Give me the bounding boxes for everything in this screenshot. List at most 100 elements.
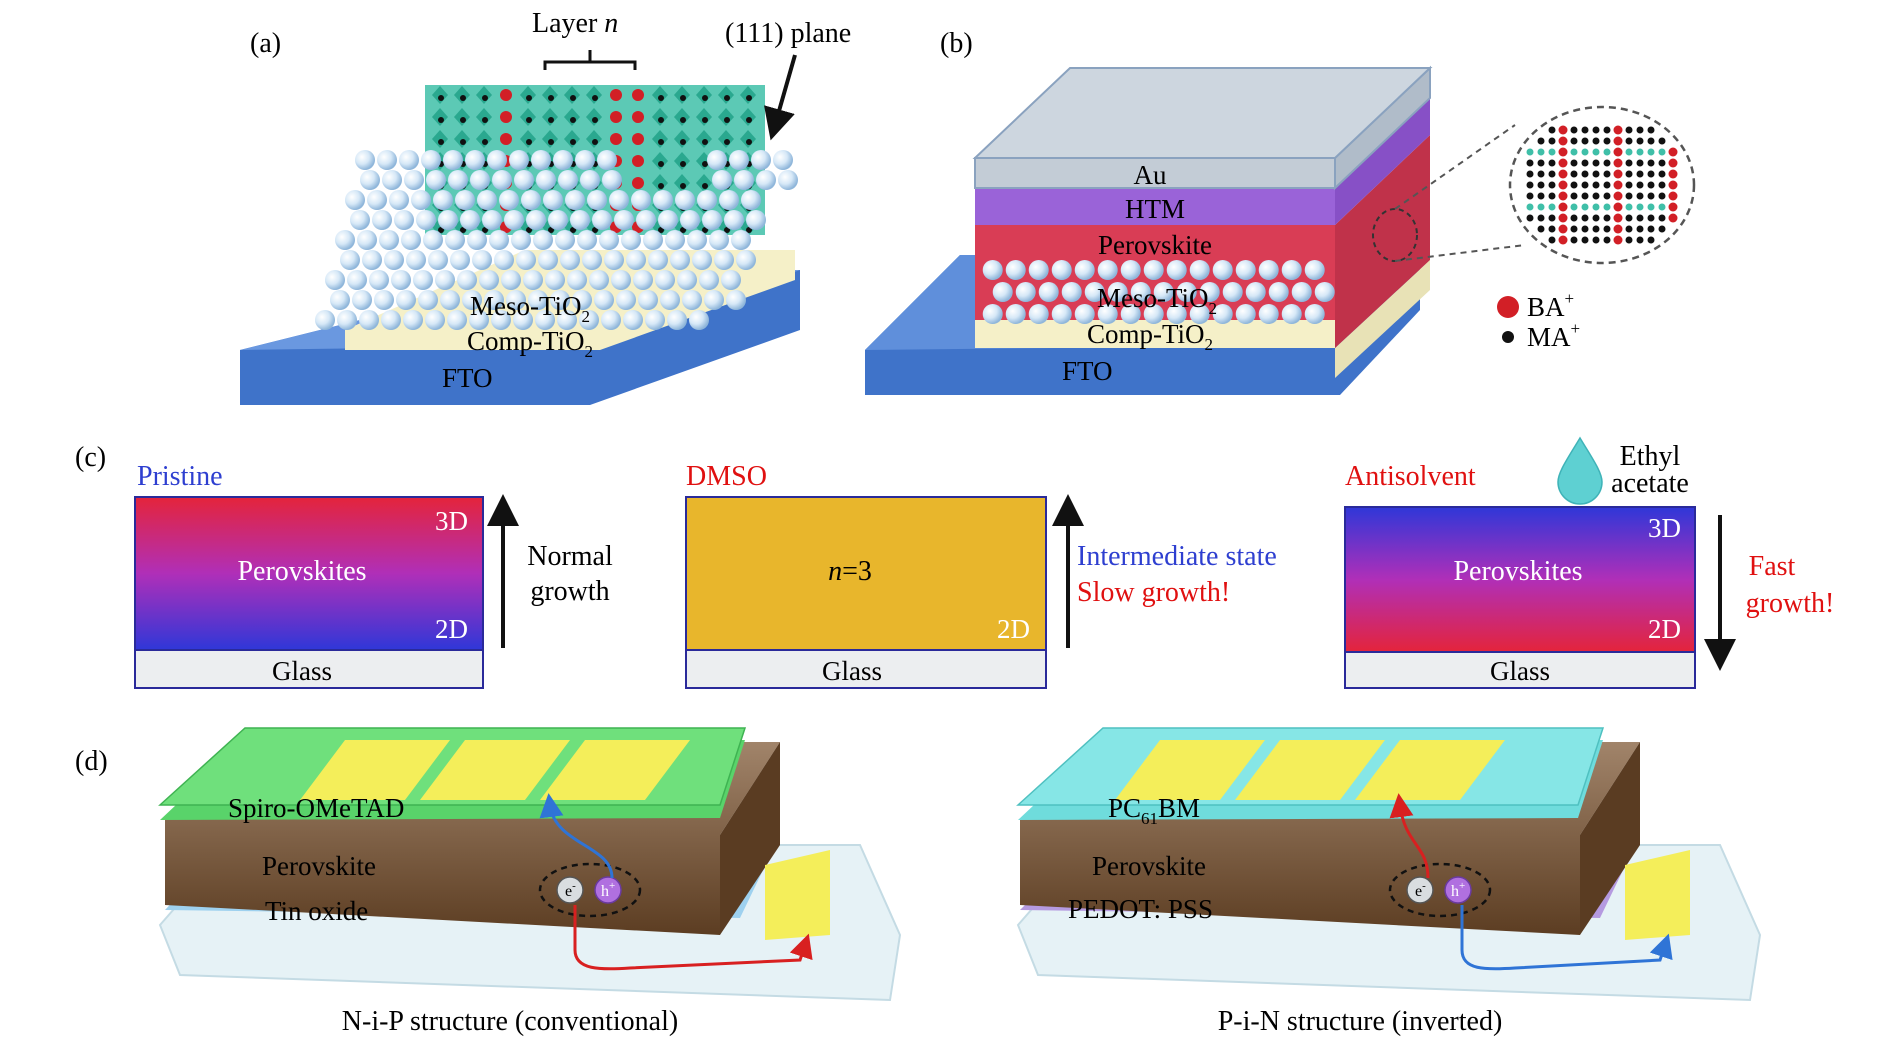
octahedron: [476, 86, 492, 104]
octahedron: [520, 108, 536, 126]
tio2-sphere: [712, 170, 732, 190]
tio2-sphere: [472, 250, 492, 270]
ethyl-acetate-drop-icon: [1557, 436, 1603, 505]
zoom-ma: [1625, 236, 1633, 244]
zoom-ma: [1603, 137, 1611, 145]
meso-tio2-label: Meso-TiO2: [470, 291, 590, 326]
tio2-sphere: [377, 150, 397, 170]
zoom-ma: [1581, 170, 1589, 178]
octahedron: [476, 130, 492, 148]
ma-cation: [526, 139, 532, 145]
side-perov: [1335, 135, 1430, 348]
tio2-sphere: [580, 170, 600, 190]
tio2-sphere-b: [1028, 260, 1049, 280]
tio2-sphere: [729, 150, 749, 170]
octahedron: [718, 108, 734, 126]
zoom-ba: [1668, 180, 1678, 190]
zoom-ma: [1603, 148, 1611, 156]
tio2-sphere: [778, 170, 798, 190]
zoom-ma: [1658, 181, 1666, 189]
tio2-sphere-b: [1130, 282, 1151, 302]
tio2-sphere: [621, 230, 641, 250]
tio2-sphere: [636, 210, 656, 230]
octahedron: [454, 108, 470, 126]
tio2-sphere: [504, 210, 524, 230]
zoom-ma: [1537, 137, 1545, 145]
zoom-ma: [1570, 137, 1578, 145]
tio2-sphere: [384, 250, 404, 270]
tio2-sphere: [531, 150, 551, 170]
octahedron: [564, 130, 580, 148]
zoom-ma: [1537, 159, 1545, 167]
tio2-sphere: [501, 270, 521, 290]
zoom-ma: [1537, 181, 1545, 189]
pin-htl-label: PEDOT: PSS: [1068, 894, 1213, 924]
zoom-ma: [1592, 148, 1600, 156]
zoom-ma: [1537, 170, 1545, 178]
zoom-ma: [1570, 203, 1578, 211]
octahedron: [432, 86, 448, 104]
pristine-title: Pristine: [137, 461, 223, 492]
tio2-sphere: [359, 310, 379, 330]
zoom-ma: [1636, 126, 1644, 134]
perovskite-label-b: Perovskite: [1098, 230, 1212, 260]
zoom-ma: [1592, 170, 1600, 178]
nip-electrode-3: [540, 740, 690, 800]
zoom-ma: [1570, 170, 1578, 178]
tio2-sphere: [572, 290, 592, 310]
tio2-sphere-b: [1005, 304, 1026, 324]
ma-cation: [526, 117, 532, 123]
zoom-ma: [1592, 203, 1600, 211]
zoom-ma: [1526, 148, 1534, 156]
tio2-sphere: [413, 270, 433, 290]
dmso-title: DMSO: [686, 461, 767, 492]
tio2-sphere: [425, 310, 445, 330]
zoom-ba: [1558, 169, 1568, 179]
tio2-sphere: [616, 290, 636, 310]
htm-layer-b: [975, 188, 1335, 225]
legend-ma: MA+: [1527, 319, 1580, 352]
zoom-ba: [1558, 147, 1568, 157]
nip-electron: e-: [565, 880, 576, 900]
layer-label: Layer n: [532, 8, 618, 39]
tio2-sphere: [623, 310, 643, 330]
ma-cation: [592, 95, 598, 101]
nip-htl-label: Spiro-OMeTAD: [228, 793, 404, 823]
dmso-2d: 2D: [997, 614, 1030, 644]
tio2-sphere: [538, 250, 558, 270]
tio2-sphere: [702, 210, 722, 230]
tio2-sphere: [465, 150, 485, 170]
au-layer-b: [974, 157, 1336, 189]
dmso-box: [685, 496, 1047, 651]
tio2-sphere: [396, 290, 416, 310]
zoom-ba: [1613, 191, 1623, 201]
ma-cation: [724, 117, 730, 123]
zoom-ma: [1625, 137, 1633, 145]
octahedron: [476, 108, 492, 126]
tio2-sphere: [533, 230, 553, 250]
tio2-sphere-b: [1120, 260, 1141, 280]
pin-electrode-2: [1235, 740, 1385, 800]
ma-cation: [658, 227, 664, 233]
zoom-ma: [1592, 192, 1600, 200]
tio2-sphere: [655, 270, 675, 290]
pin-exciton-ring: [1388, 862, 1492, 918]
pin-hole: h+: [1451, 880, 1465, 900]
tio2-sphere: [704, 290, 724, 310]
tio2-sphere: [536, 170, 556, 190]
nip-caption: N-i-P structure (conventional): [342, 1006, 678, 1037]
tio2-sphere: [362, 250, 382, 270]
zoom-ma: [1581, 192, 1589, 200]
dmso-n-label: n=3: [828, 556, 872, 587]
zoom-ma: [1570, 236, 1578, 244]
tio2-sphere: [460, 210, 480, 230]
tio2-sphere: [435, 270, 455, 290]
comp-tio2-b: [975, 320, 1335, 348]
ma-cation: [702, 117, 708, 123]
tio2-sphere: [487, 150, 507, 170]
zoom-ma: [1636, 214, 1644, 222]
tio2-sphere: [491, 310, 511, 330]
mesoporous-spheres-b: [982, 260, 1335, 324]
tio2-sphere: [726, 290, 746, 310]
tio2-sphere: [416, 210, 436, 230]
